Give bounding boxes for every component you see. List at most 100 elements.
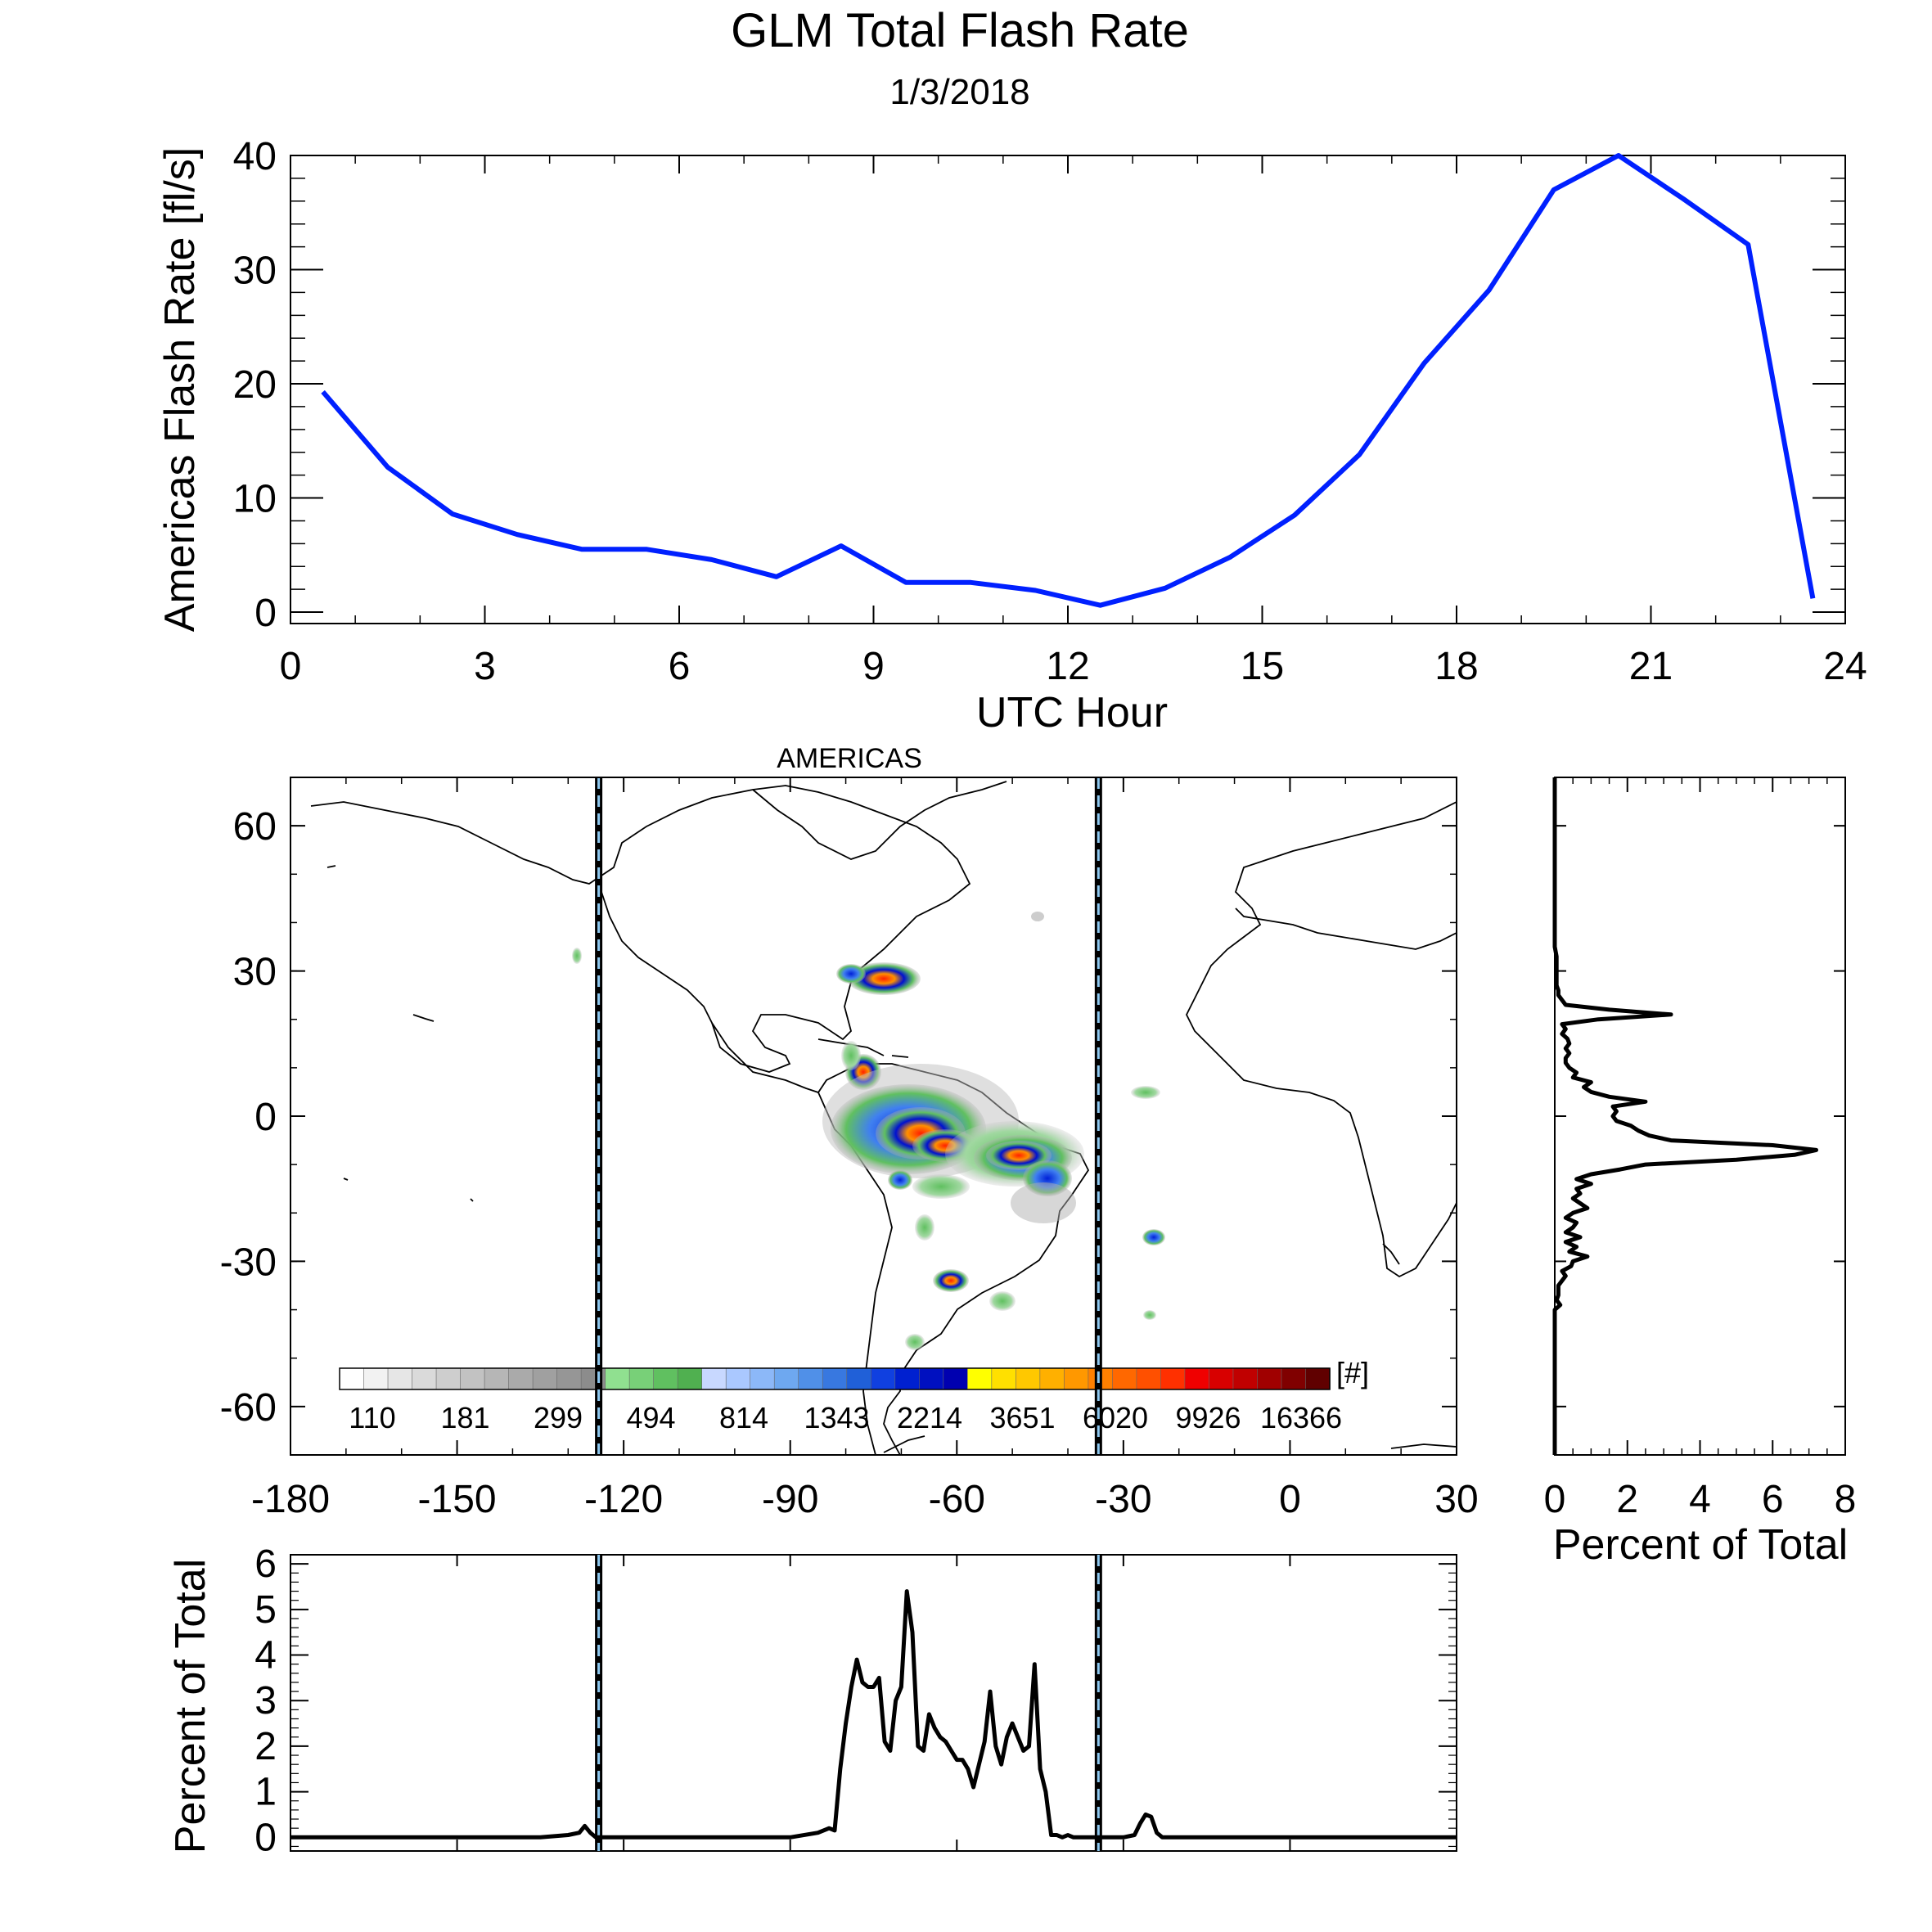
colorbar-swatch	[412, 1367, 437, 1390]
timeseries-x-axis-label: UTC Hour	[976, 689, 1168, 736]
colorbar-tick-label: 3651	[989, 1401, 1055, 1434]
longitude-profile-frame	[290, 1554, 1457, 1852]
colorbar-tick-label: 299	[534, 1401, 583, 1434]
timeseries-y-tick-label: 40	[233, 135, 277, 178]
colorbar-swatch	[918, 1367, 944, 1390]
colorbar-tick-label: 814	[719, 1401, 768, 1434]
longitude-profile-y-tick-label: 6	[254, 1542, 277, 1586]
latitude-profile-frame	[1554, 777, 1846, 1456]
colorbar-unit: [#]	[1336, 1356, 1369, 1389]
colorbar-swatch	[1281, 1367, 1307, 1390]
timeseries-x-tick-label: 24	[1823, 645, 1867, 688]
latitude-profile-x-tick-label: 0	[1544, 1478, 1566, 1521]
timeseries-x-tick-label: 15	[1241, 645, 1284, 688]
colorbar-swatch	[822, 1367, 848, 1390]
map-y-tick-label: 30	[233, 951, 277, 994]
colorbar-swatch	[484, 1367, 510, 1390]
colorbar-swatch	[943, 1367, 969, 1390]
chart-subtitle: 1/3/2018	[889, 72, 1029, 112]
map-y-tick-label: 0	[254, 1096, 277, 1139]
map-y-tick-label: 60	[233, 805, 277, 849]
latitude-profile-x-axis-label: Percent of Total	[1553, 1521, 1848, 1569]
coastlines	[310, 781, 1457, 1455]
colorbar-swatch	[750, 1367, 776, 1390]
colorbar-swatch	[435, 1367, 462, 1390]
timeseries-y-axis-label: Americas Flash Rate [fl/s]	[156, 147, 204, 632]
colorbar-swatch	[870, 1367, 896, 1390]
latitude-profile-x-tick-label: 8	[1835, 1478, 1857, 1521]
colorbar-swatch	[556, 1367, 582, 1390]
colorbar-swatch	[991, 1367, 1017, 1390]
colorbar-tick-label: 2214	[897, 1401, 962, 1434]
timeseries-frame	[290, 155, 1846, 624]
colorbar-tick-label: 494	[626, 1401, 675, 1434]
colorbar-tick-label: 181	[440, 1401, 489, 1434]
colorbar-swatch	[1160, 1367, 1186, 1390]
timeseries-y-tick-label: 20	[233, 363, 277, 407]
map-x-tick-label: -180	[251, 1478, 330, 1521]
colorbar-swatch	[1064, 1367, 1089, 1390]
colorbar-swatch	[1305, 1367, 1331, 1390]
colorbar-tick-label: 1343	[804, 1401, 869, 1434]
timeseries-x-tick-label: 6	[669, 645, 691, 688]
colorbar-swatch	[339, 1367, 365, 1390]
colorbar-swatch	[773, 1367, 799, 1390]
colorbar-swatch	[1232, 1367, 1259, 1390]
map-x-tick-label: -120	[584, 1478, 663, 1521]
colorbar-swatch	[677, 1367, 703, 1390]
colorbar-swatch	[653, 1367, 678, 1390]
colorbar-swatch	[508, 1367, 534, 1390]
timeseries-x-tick-label: 12	[1046, 645, 1089, 688]
latitude-profile-x-tick-label: 4	[1689, 1478, 1711, 1521]
latitude-profile-x-tick-label: 6	[1762, 1478, 1784, 1521]
map-x-tick-label: -90	[762, 1478, 818, 1521]
colorbar-swatch	[387, 1367, 413, 1390]
flash-rate-series-line	[321, 153, 1816, 608]
timeseries-x-tick-label: 21	[1629, 645, 1673, 688]
colorbar-tick-label: 9926	[1175, 1401, 1241, 1434]
longitude-percent-line	[290, 1589, 1457, 1840]
map-x-tick-label: 30	[1434, 1478, 1478, 1521]
colorbar-swatch	[967, 1367, 993, 1390]
timeseries-x-tick-label: 3	[474, 645, 496, 688]
colorbar-swatch	[1257, 1367, 1282, 1390]
colorbar-swatch	[628, 1367, 655, 1390]
map-x-tick-label: -150	[418, 1478, 497, 1521]
colorbar-swatch	[846, 1367, 872, 1390]
map-y-tick-label: -30	[220, 1241, 277, 1284]
map-x-tick-label: -60	[929, 1478, 985, 1521]
map-y-tick-label: -60	[220, 1386, 277, 1430]
timeseries-y-tick-label: 10	[233, 478, 277, 521]
colorbar-swatch	[1016, 1367, 1041, 1390]
colorbar-swatch	[894, 1367, 921, 1390]
colorbar-tick-label: 110	[349, 1401, 395, 1434]
latitude-percent-line	[1552, 777, 1818, 1455]
flash-density-field	[572, 912, 1165, 1350]
colorbar-swatch	[532, 1367, 558, 1390]
americas-map: AMERICAS	[220, 743, 1479, 1521]
map-area: [#] 110 181 299 494 814 1343 2214 3651 6020 9926 1…	[290, 777, 1457, 1455]
colorbar-tick-label: 6020	[1083, 1401, 1148, 1434]
colorbar-swatch	[725, 1367, 751, 1390]
longitude-profile-y-tick-label: 2	[254, 1725, 277, 1768]
colorbar-swatch	[605, 1367, 630, 1390]
longitude-profile-y-axis-label: Percent of Total	[167, 1559, 214, 1853]
map-title: AMERICAS	[777, 743, 922, 774]
latitude-profile-x-tick-label: 2	[1616, 1478, 1638, 1521]
timeseries-y-tick-label: 30	[233, 250, 277, 293]
colorbar-swatch	[798, 1367, 824, 1390]
longitude-profile-y-tick-label: 1	[254, 1771, 277, 1814]
colorbar-swatch	[1209, 1367, 1234, 1390]
colorbar-swatch	[363, 1367, 389, 1390]
timeseries-x-tick-label: 0	[280, 645, 302, 688]
map-x-tick-label: -30	[1095, 1478, 1151, 1521]
colorbar-swatch	[460, 1367, 485, 1390]
colorbar-tick-label: 16366	[1260, 1401, 1342, 1434]
longitude-profile-y-tick-label: 4	[254, 1634, 277, 1678]
map-x-tick-label: 0	[1279, 1478, 1301, 1521]
colorbar-swatch	[701, 1367, 727, 1390]
longitude-profile-y-tick-label: 5	[254, 1588, 277, 1632]
